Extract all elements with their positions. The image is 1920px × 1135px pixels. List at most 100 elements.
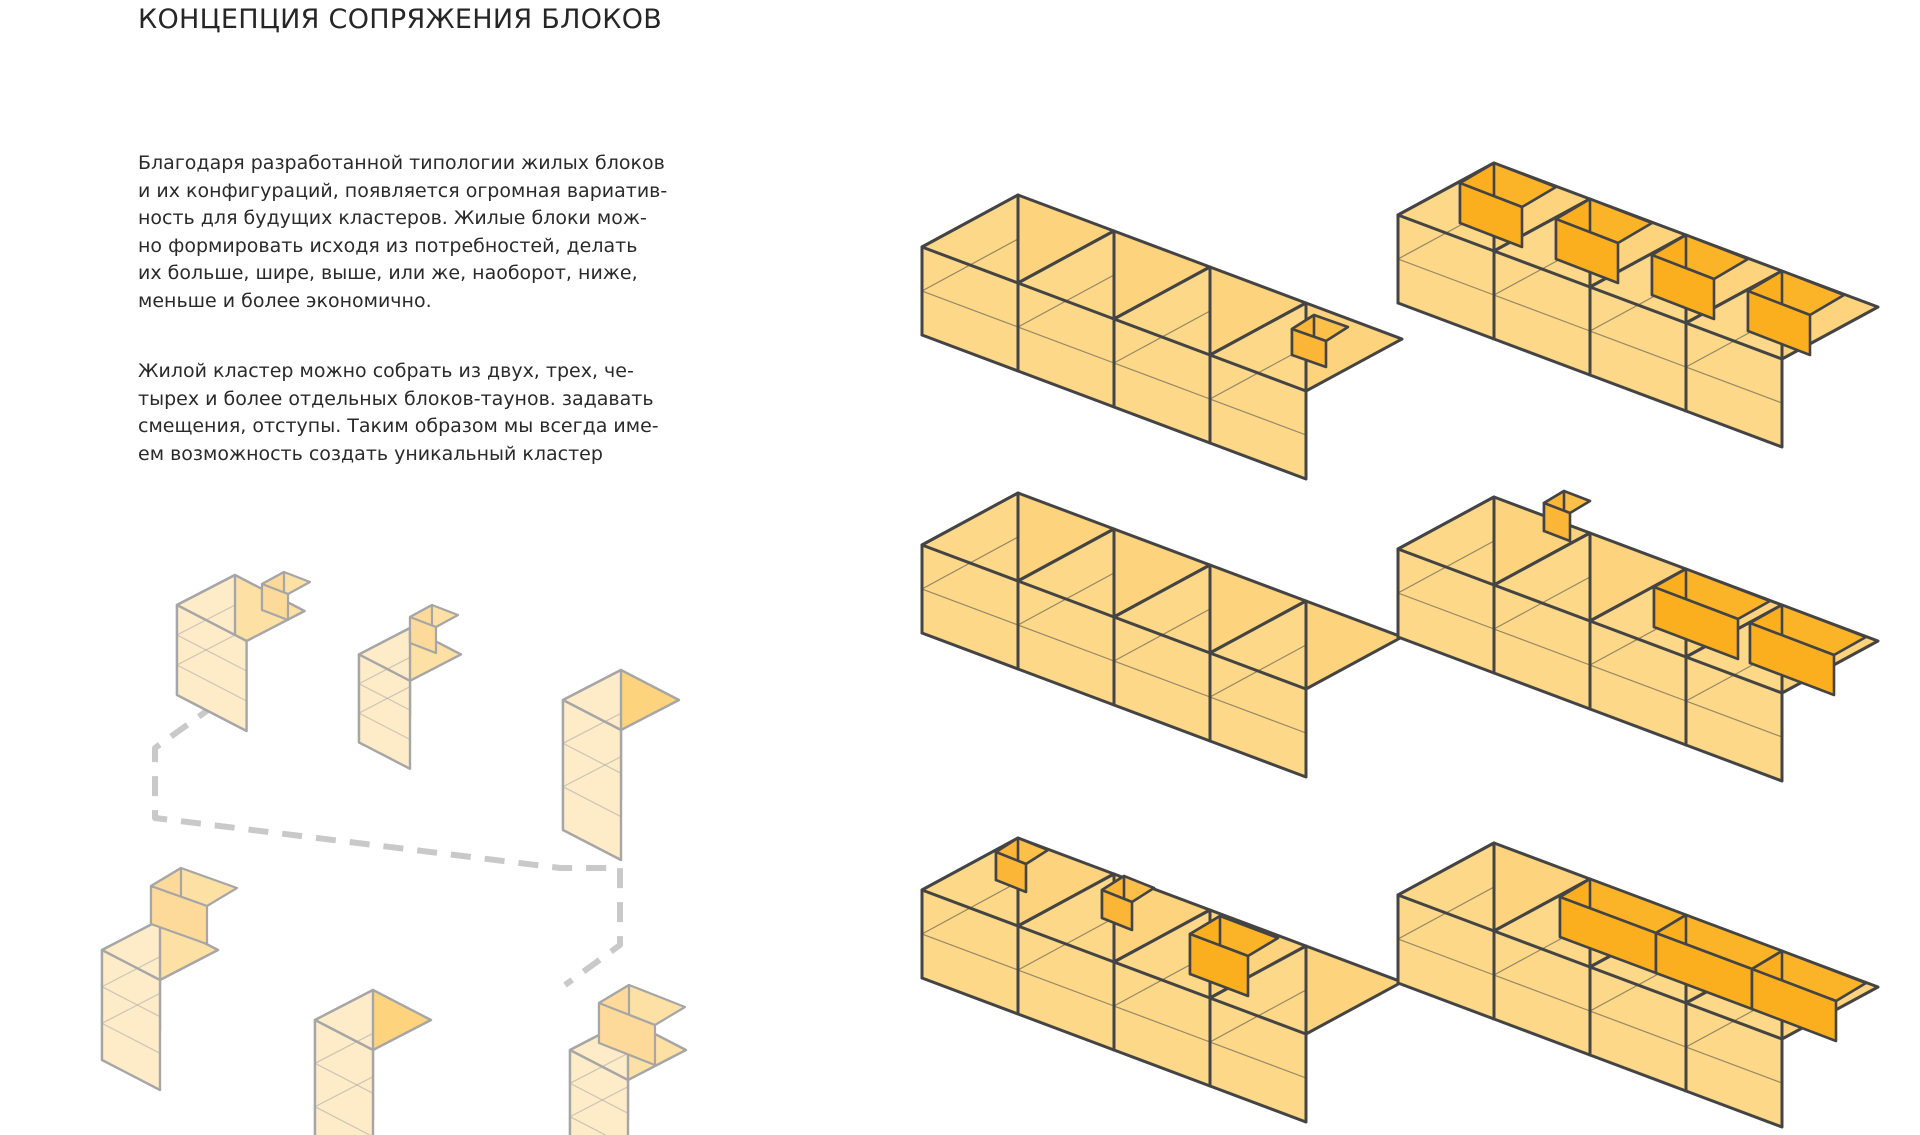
text-line: но формировать исходя из потребностей, д…	[138, 234, 638, 257]
annex-block	[1652, 567, 1772, 661]
annex-block	[1746, 269, 1846, 357]
floor-line	[1208, 989, 1307, 1079]
annex-block	[1542, 489, 1592, 543]
cluster-variant-1	[920, 193, 1404, 481]
floor-line	[100, 956, 161, 1018]
floor-line	[1492, 576, 1591, 666]
floor-line	[357, 686, 411, 741]
separate-block-5	[313, 988, 433, 1135]
floor-line	[1112, 310, 1211, 400]
cluster-variant-3	[920, 491, 1404, 779]
block-front-face	[1554, 217, 1620, 285]
townhouse-block	[1208, 944, 1404, 1124]
annex-block	[149, 866, 239, 946]
annex-block	[1188, 914, 1280, 998]
annex-block	[1458, 161, 1558, 249]
block-front-face	[1746, 289, 1812, 357]
floor-line	[1588, 612, 1687, 702]
floor-line	[568, 1086, 629, 1135]
townhouse-block	[1208, 599, 1404, 779]
block-front-face	[597, 1001, 657, 1067]
townhouse-block	[920, 193, 1116, 373]
text-line: Жилой кластер можно собрать из двух, тре…	[138, 360, 634, 382]
description-paragraph-2: Жилой кластер можно собрать из двух, тре…	[138, 358, 738, 468]
block-front-face	[1100, 888, 1134, 932]
floor-line	[1492, 922, 1591, 1012]
block-front-face	[1188, 932, 1250, 998]
annex-block	[1650, 233, 1750, 321]
floor-line	[1016, 917, 1115, 1007]
townhouse-block	[920, 491, 1116, 671]
floor-line	[1112, 608, 1211, 698]
annex-block	[597, 983, 687, 1067]
cluster-variant-5	[920, 836, 1404, 1124]
text-line: их больше, шире, выше, или же, наоборот,…	[138, 262, 638, 284]
cluster-variant-4	[1396, 489, 1880, 783]
block-front-face	[1650, 253, 1716, 321]
floor-line	[1208, 346, 1307, 436]
block-front-face	[149, 884, 209, 946]
townhouse-block	[1016, 527, 1212, 707]
floor-line	[1112, 953, 1211, 1043]
annex-block	[1290, 313, 1350, 369]
cluster-boundary-dashed-outline	[152, 702, 623, 988]
annex-block	[1748, 603, 1868, 697]
floor-line	[1588, 958, 1687, 1048]
floor-line	[568, 1052, 629, 1114]
block-front-face	[994, 850, 1028, 894]
text-line: и их конфигураций, появляется огромная в…	[138, 179, 668, 202]
text-line: Благодаря разработанной типологии жилых …	[138, 152, 665, 174]
block-front-face	[1748, 621, 1836, 697]
annex-block	[1558, 877, 1688, 975]
townhouse-block	[1016, 229, 1212, 409]
separate-block-1	[175, 573, 306, 733]
floor-line	[357, 656, 411, 711]
floor-line	[561, 712, 622, 774]
cluster-variant-6	[1396, 841, 1880, 1129]
floor-line	[100, 992, 161, 1054]
annex-block	[994, 836, 1050, 894]
floor-line	[1016, 274, 1115, 364]
text-line: ем возможность создать уникальный класте…	[138, 442, 603, 465]
annex-block	[1554, 197, 1654, 285]
block-front-face	[1290, 327, 1328, 369]
townhouse-block	[1112, 265, 1308, 445]
annex-block	[1750, 949, 1868, 1043]
cluster-variants-group	[920, 161, 1880, 1129]
block-front-face	[1458, 181, 1524, 249]
block-front-face	[408, 615, 438, 655]
floor-line	[1208, 644, 1307, 734]
floor-line	[1016, 572, 1115, 662]
townhouse-block	[1492, 531, 1688, 711]
block-front-face	[1542, 501, 1572, 543]
floor-line	[920, 881, 1019, 971]
cluster-variant-2	[1396, 161, 1880, 449]
floor-line	[561, 756, 622, 818]
page-title: КОНЦЕПЦИЯ СОПРЯЖЕНИЯ БЛОКОВ	[138, 4, 663, 35]
floor-line	[920, 536, 1019, 626]
annex-block	[408, 603, 460, 655]
townhouse-block	[1112, 563, 1308, 743]
floor-line	[1396, 540, 1495, 630]
description-paragraph-1: Благодаря разработанной типологии жилых …	[138, 150, 738, 315]
separate-block-4	[100, 918, 220, 1092]
floor-line	[313, 1076, 374, 1135]
floor-line	[175, 634, 247, 702]
annex-block	[260, 570, 312, 622]
separate-block-2	[357, 626, 463, 770]
block-front-face	[1652, 585, 1740, 661]
floor-line	[920, 238, 1019, 328]
text-line: ность для будущих кластеров. Жилые блоки…	[138, 207, 647, 229]
text-line: тырех и более отдельных блоков-таунов. з…	[138, 387, 654, 410]
block-front-face	[1750, 967, 1838, 1043]
text-line: меньше и более экономично.	[138, 289, 432, 312]
floor-line	[313, 1032, 374, 1094]
block-front-face	[260, 582, 290, 622]
floor-line	[175, 604, 247, 672]
separate-blocks-group	[100, 570, 688, 1135]
annex-block	[1100, 874, 1156, 932]
floor-line	[1684, 994, 1783, 1084]
separate-block-3	[561, 668, 681, 862]
floor-line	[1396, 886, 1495, 976]
